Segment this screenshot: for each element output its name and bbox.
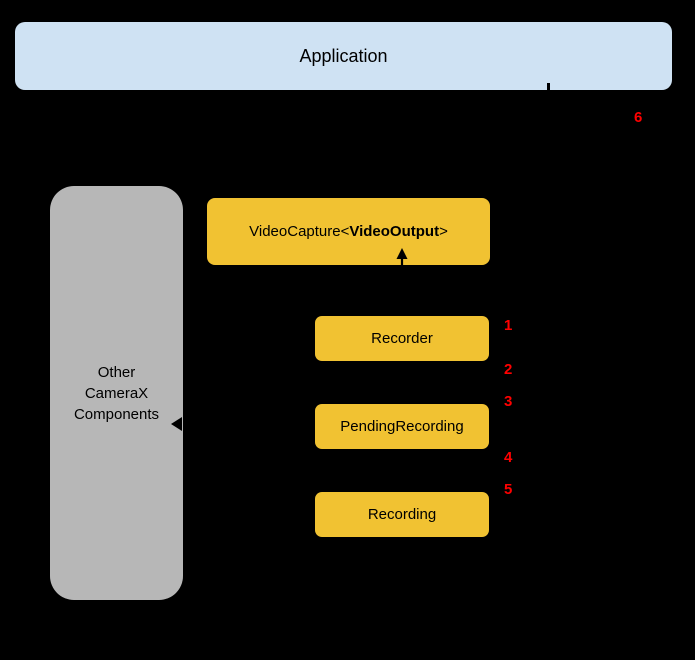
recorder-label: Recorder (371, 330, 433, 347)
videocapture-label-suffix: > (439, 223, 448, 240)
step-number-4: 4 (504, 449, 513, 466)
other-camerax-components-label: Other CameraX Components (74, 362, 159, 425)
other-components-line-1: Other (97, 363, 136, 381)
pendingrecording-node: PendingRecording (315, 404, 489, 449)
other-camerax-components-node: Other CameraX Components (50, 186, 183, 600)
other-components-line-2: CameraX (84, 384, 149, 402)
recorder-node: Recorder (315, 316, 489, 361)
step-number-3: 3 (504, 393, 513, 410)
recording-node: Recording (315, 492, 489, 537)
arrow-left-into-components-icon (171, 417, 182, 431)
arrow-application-down-icon (547, 83, 550, 99)
step-number-5: 5 (504, 481, 513, 498)
pendingrecording-label: PendingRecording (340, 418, 464, 435)
application-label: Application (299, 45, 388, 66)
videocapture-label: VideoCapture<VideoOutput> (249, 223, 448, 240)
step-number-2: 2 (504, 361, 513, 378)
arrow-up-into-videocapture-icon (393, 248, 411, 294)
application-node: Application (15, 22, 672, 90)
videocapture-node: VideoCapture<VideoOutput> (207, 198, 490, 265)
videocapture-label-prefix: VideoCapture< (249, 223, 350, 240)
other-components-line-3: Components (73, 405, 160, 423)
step-number-1: 1 (504, 317, 513, 334)
videocapture-label-type: VideoOutput (349, 223, 440, 240)
step-number-6: 6 (634, 109, 643, 126)
recording-label: Recording (367, 506, 437, 523)
